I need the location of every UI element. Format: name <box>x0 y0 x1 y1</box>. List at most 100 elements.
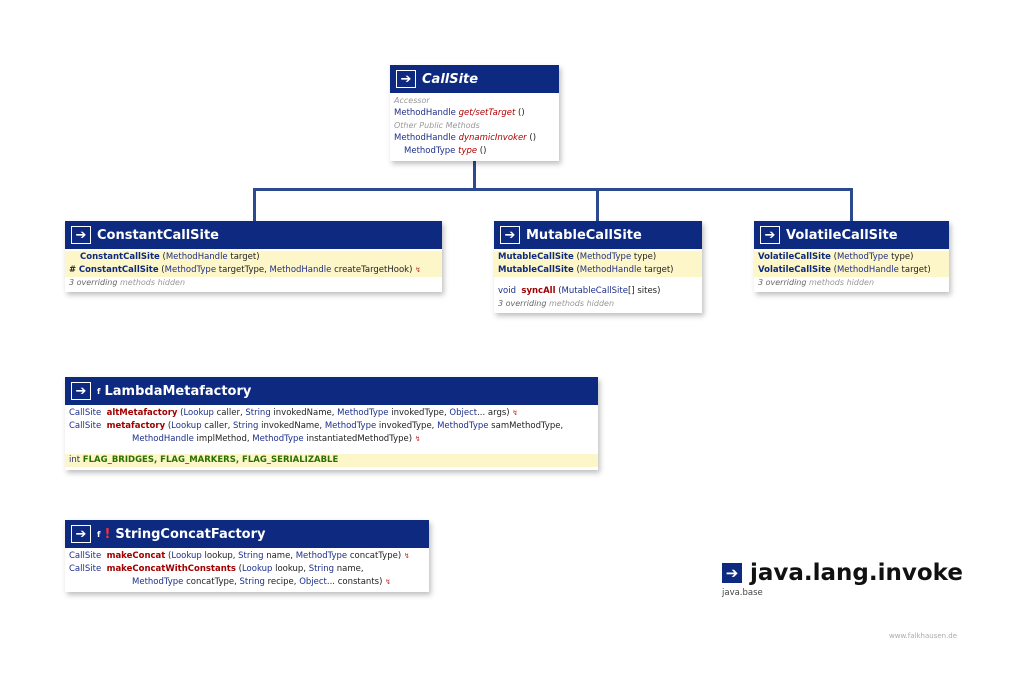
type-link[interactable]: MethodType <box>437 421 489 431</box>
type-link[interactable]: MethodType <box>295 551 348 561</box>
type-link[interactable]: String <box>308 564 335 574</box>
type-link[interactable]: CallSite <box>69 421 102 431</box>
param-text: concatType) <box>347 551 402 561</box>
caller-sensitive-icon: ↯ <box>415 266 421 274</box>
class-mutablecallsite[interactable]: ➔ MutableCallSite MutableCallSite (Metho… <box>494 221 702 313</box>
constructor-name[interactable]: ConstantCallSite <box>78 265 159 275</box>
class-lambdametafactory[interactable]: ➔ f LambdaMetafactory CallSite altMetafa… <box>65 377 598 470</box>
type-link[interactable]: MethodHandle <box>836 265 899 275</box>
hidden-label: methods hidden <box>119 278 186 287</box>
class-header[interactable]: ➔ f LambdaMetafactory <box>65 377 598 405</box>
constructor-name[interactable]: MutableCallSite <box>498 252 574 262</box>
field-names[interactable]: FLAG_BRIDGES, FLAG_MARKERS, FLAG_SERIALI… <box>82 455 339 465</box>
type-link[interactable]: MethodType <box>132 577 184 587</box>
method-row[interactable]: MethodHandle dynamicInvoker () <box>394 132 555 145</box>
method-row[interactable]: CallSite metafactory (Lookup caller, Str… <box>69 420 594 433</box>
method-row-continuation: MethodType concatType, String recipe, Ob… <box>69 576 425 589</box>
type-link[interactable]: MethodType <box>164 265 217 275</box>
constructor-name[interactable]: ConstantCallSite <box>80 252 160 262</box>
method-name[interactable]: metafactory <box>106 421 166 431</box>
param-text: createTargetHook) <box>331 265 413 275</box>
constructor-row[interactable]: ConstantCallSite (MethodHandle target) <box>65 251 442 264</box>
type-link[interactable]: MethodType <box>337 408 389 418</box>
class-title: CallSite <box>422 71 479 87</box>
method-name[interactable]: type <box>458 146 478 156</box>
type-link[interactable]: MethodType <box>324 421 377 431</box>
field-row[interactable]: int FLAG_BRIDGES, FLAG_MARKERS, FLAG_SER… <box>65 454 598 467</box>
constructor-row[interactable]: VolatileCallSite (MethodType type) <box>754 251 949 264</box>
type-link[interactable]: MethodHandle <box>579 265 642 275</box>
method-name[interactable]: syncAll <box>521 286 556 296</box>
package-name[interactable]: java.lang.invoke <box>750 560 963 586</box>
inheritance-line-mutable <box>596 188 599 222</box>
arrow-right-icon: ➔ <box>396 70 416 88</box>
class-header[interactable]: ➔ MutableCallSite <box>494 221 702 249</box>
method-row[interactable]: MethodHandle get/setTarget () <box>394 107 555 120</box>
method-name[interactable]: get/setTarget <box>458 108 516 118</box>
type-link[interactable]: Object <box>449 408 478 418</box>
type-link[interactable]: MethodType <box>252 434 304 444</box>
type-link[interactable]: MethodHandle <box>394 133 456 143</box>
constructor-row[interactable]: # ConstantCallSite (MethodType targetTyp… <box>65 264 442 277</box>
method-row-continuation: MethodHandle implMethod, MethodType inst… <box>69 433 594 446</box>
type-link[interactable]: CallSite <box>69 551 102 561</box>
type-link[interactable]: MethodHandle <box>394 108 456 118</box>
module-name: java.base <box>722 588 763 598</box>
class-constantcallsite[interactable]: ➔ ConstantCallSite ConstantCallSite (Met… <box>65 221 442 292</box>
method-row[interactable]: CallSite makeConcatWithConstants (Lookup… <box>69 563 425 576</box>
param-text: name, <box>263 551 296 561</box>
type-link[interactable]: CallSite <box>69 564 102 574</box>
type-link[interactable]: Lookup <box>183 408 214 418</box>
type-link[interactable]: Lookup <box>241 564 273 574</box>
type-link[interactable]: Object <box>299 577 327 587</box>
method-row[interactable]: CallSite altMetafactory (Lookup caller, … <box>69 407 594 420</box>
type-link[interactable]: MethodHandle <box>269 265 332 275</box>
hidden-methods-note: 3 overriding methods hidden <box>758 277 945 289</box>
method-name[interactable]: altMetafactory <box>106 408 178 418</box>
type-link[interactable]: MethodType <box>579 252 632 262</box>
type-link[interactable]: String <box>239 577 265 587</box>
constructor-name[interactable]: VolatileCallSite <box>758 265 831 275</box>
class-header[interactable]: ➔ f ! StringConcatFactory <box>65 520 429 548</box>
class-volatilecallsite[interactable]: ➔ VolatileCallSite VolatileCallSite (Met… <box>754 221 949 292</box>
type-link[interactable]: MethodType <box>836 252 889 262</box>
constructor-row[interactable]: VolatileCallSite (MethodHandle target) <box>754 264 949 277</box>
type-link[interactable]: MethodType <box>404 146 456 156</box>
hidden-count: 3 overriding <box>498 299 549 308</box>
method-args: () <box>477 146 487 156</box>
return-type: void <box>498 286 516 296</box>
credit-link[interactable]: www.falkhausen.de <box>889 632 958 640</box>
hidden-methods-note: 3 overriding methods hidden <box>69 277 438 289</box>
method-name[interactable]: makeConcat <box>106 551 166 561</box>
method-row[interactable]: void syncAll (MutableCallSite[] sites) <box>498 285 698 298</box>
type-link[interactable]: Lookup <box>171 421 202 431</box>
class-header[interactable]: ➔ VolatileCallSite <box>754 221 949 249</box>
method-row[interactable]: MethodType type () <box>394 145 555 158</box>
spacer <box>69 446 594 454</box>
type-link[interactable]: MethodHandle <box>165 252 228 262</box>
param-text: target) <box>227 252 260 262</box>
class-header[interactable]: ➔ ConstantCallSite <box>65 221 442 249</box>
constructor-name[interactable]: MutableCallSite <box>498 265 574 275</box>
type-link[interactable]: CallSite <box>69 408 102 418</box>
type-link[interactable]: MethodHandle <box>132 434 194 444</box>
class-header[interactable]: ➔ CallSite <box>390 65 559 93</box>
final-modifier: f <box>97 386 101 396</box>
paren: ( <box>158 265 165 275</box>
method-name[interactable]: dynamicInvoker <box>458 133 527 143</box>
type-link[interactable]: String <box>233 421 259 431</box>
class-title: MutableCallSite <box>526 227 642 243</box>
param-text: lookup, <box>272 564 309 574</box>
type-link[interactable]: Lookup <box>171 551 202 561</box>
param-text: recipe, <box>264 577 300 587</box>
class-stringconcatfactory[interactable]: ➔ f ! StringConcatFactory CallSite makeC… <box>65 520 429 592</box>
type-link[interactable]: String <box>238 551 264 561</box>
method-row[interactable]: CallSite makeConcat (Lookup lookup, Stri… <box>69 550 425 563</box>
method-name[interactable]: makeConcatWithConstants <box>106 564 236 574</box>
type-link[interactable]: MutableCallSite <box>561 286 628 296</box>
constructor-name[interactable]: VolatileCallSite <box>758 252 831 262</box>
type-link[interactable]: String <box>245 408 271 418</box>
constructor-row[interactable]: MutableCallSite (MethodType type) <box>494 251 702 264</box>
constructor-row[interactable]: MutableCallSite (MethodHandle target) <box>494 264 702 277</box>
class-callsite[interactable]: ➔ CallSite Accessor MethodHandle get/set… <box>390 65 559 161</box>
